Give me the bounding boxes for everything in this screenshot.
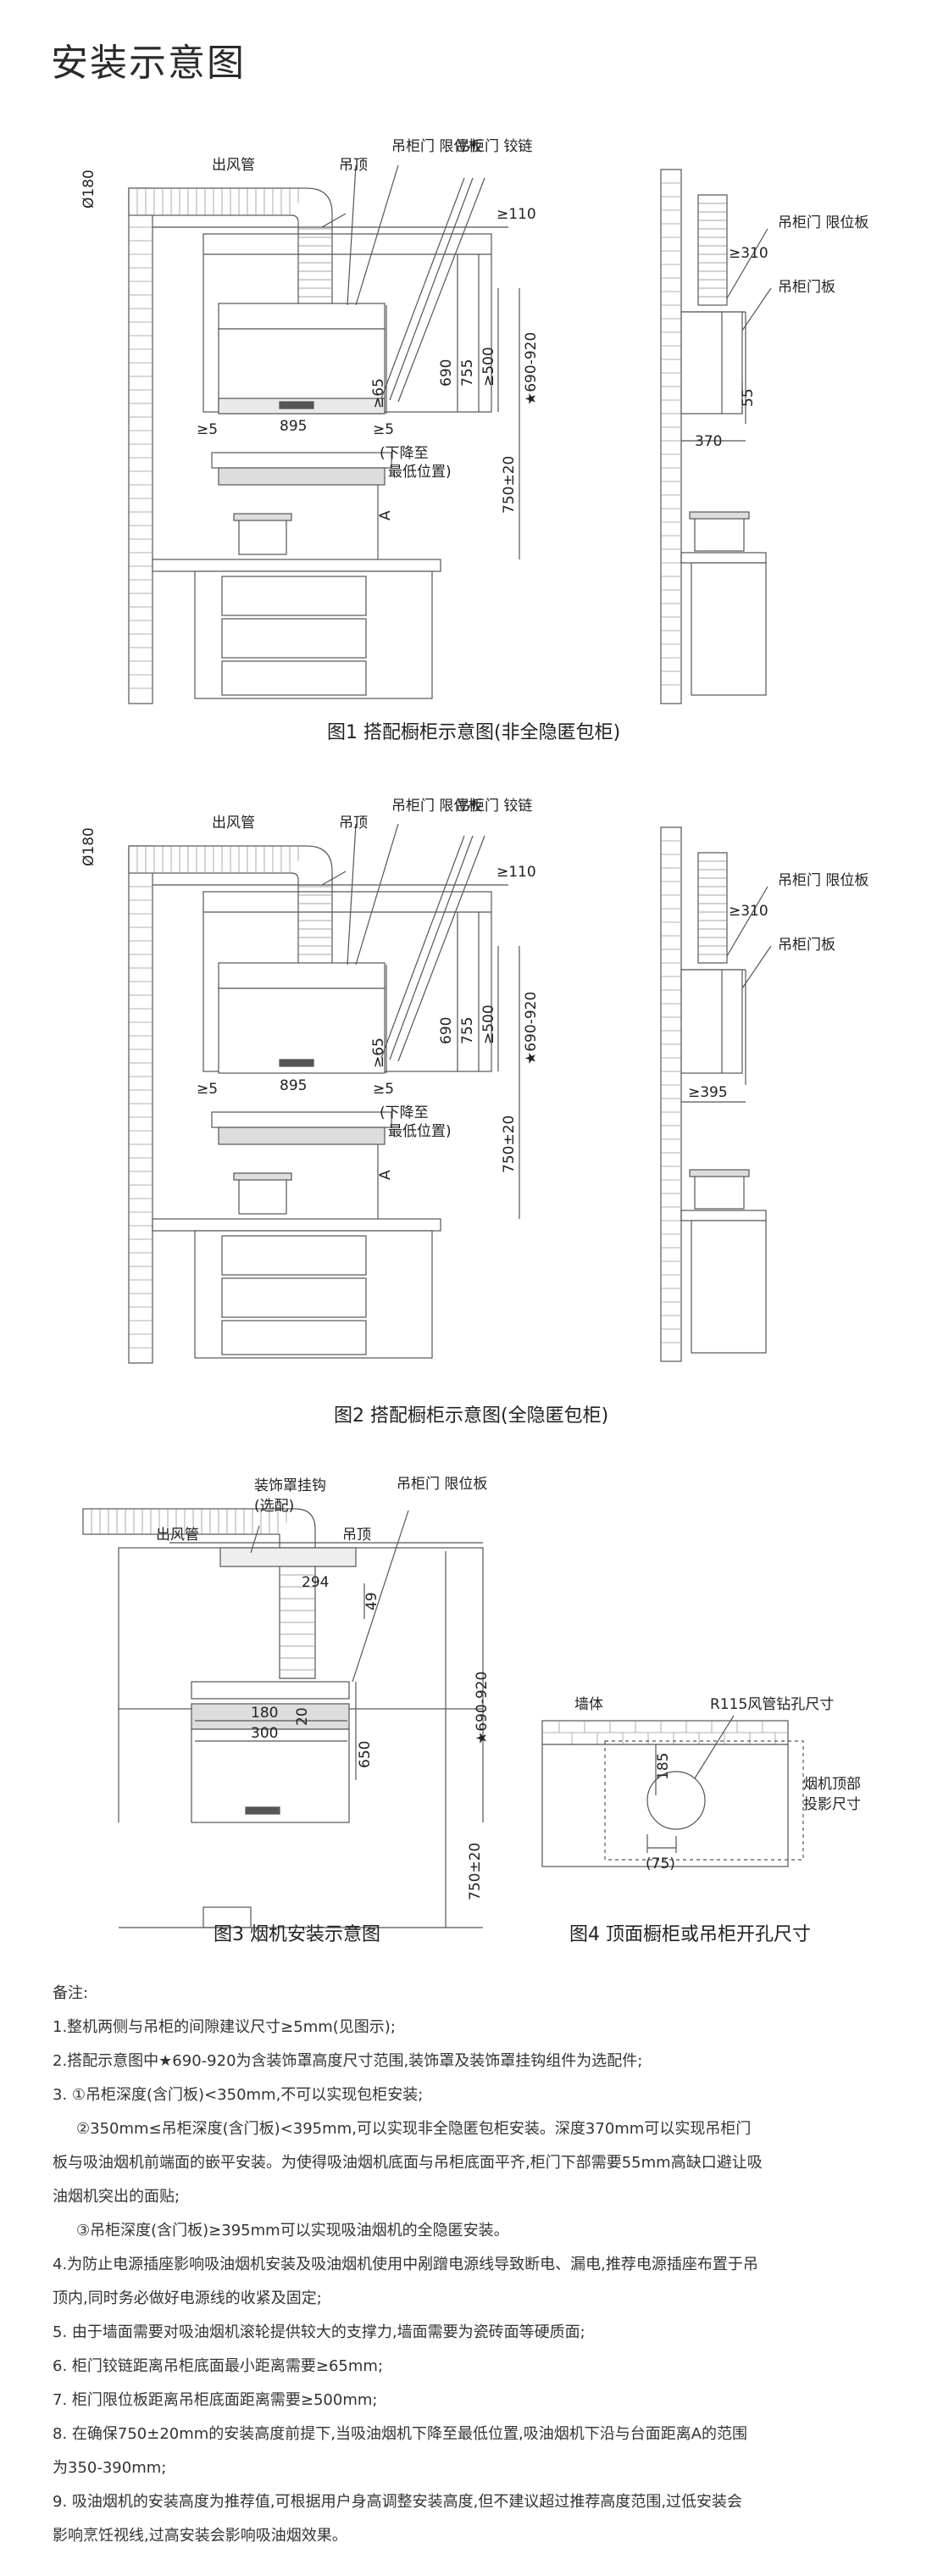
page-title: 安装示意图 <box>51 42 246 85</box>
fig2-d110: ≥110 <box>497 864 536 881</box>
fig3-d300: 300 <box>251 1725 278 1742</box>
fig1-d690-920: ★690-920 <box>523 332 540 405</box>
fig1-hinge-label: 吊柜门 铰链 <box>456 138 532 155</box>
fig2-hinge-label: 吊柜门 铰链 <box>456 798 532 815</box>
fig1-d895: 895 <box>280 418 307 435</box>
fig2-lower-to: (下降至 <box>380 1104 429 1121</box>
note-6: 6. 柜门铰链距离吊柜底面最小距离需要≥65mm; <box>53 2357 384 2375</box>
fig2-d395: ≥395 <box>688 1084 728 1101</box>
fig1-d370: 370 <box>695 433 722 450</box>
note-8: 8. 在确保750±20mm的安装高度前提下,当吸油烟机下降至最低位置,吸油烟机… <box>53 2425 748 2443</box>
fig1-ceiling-label: 吊顶 <box>339 157 368 174</box>
note-4: 4.为防止电源插座影响吸油烟机安装及吸油烟机使用中剐蹭电源线导致断电、漏电,推荐… <box>53 2256 758 2273</box>
fig3-d650: 650 <box>357 1741 374 1768</box>
fig1-d755: 755 <box>459 359 476 387</box>
fig1-d180: Ø180 <box>80 170 97 209</box>
fig2-limit-plate-label: 吊柜门 限位板 <box>391 798 482 815</box>
fig2-d895: 895 <box>280 1077 307 1094</box>
notes-section: 备注: 1.整机两侧与吊柜的间隙建议尺寸≥5mm(见图示); 2.搭配示意图中★… <box>53 1977 883 2553</box>
fig4-wall-label: 墙体 <box>574 1696 603 1713</box>
fig4-proj-label-2: 投影尺寸 <box>803 1796 861 1813</box>
fig1-d310: ≥310 <box>729 245 768 262</box>
notes-heading: 备注: <box>53 1984 89 2002</box>
fig2-d180: Ø180 <box>80 827 97 866</box>
note-3d: 油烟机突出的面贴; <box>53 2188 180 2206</box>
fig1-d65: ≥65 <box>370 378 387 409</box>
note-3c: 板与吸油烟机前端面的嵌平安装。为使得吸油烟机底面与吊柜底面平齐,柜门下部需要55… <box>53 2154 763 2172</box>
fig1-d55: 55 <box>740 388 757 407</box>
fig1-lowest: 最低位置) <box>388 464 452 481</box>
fig1-side-door: 吊柜门板 <box>778 279 835 296</box>
fig2-ceiling-label: 吊顶 <box>339 815 368 832</box>
note-8b: 为350-390mm; <box>53 2459 167 2477</box>
note-7: 7. 柜门限位板距离吊柜底面距离需要≥500mm; <box>53 2391 378 2409</box>
note-4b: 顶内,同时务必做好电源线的收紧及固定; <box>53 2289 322 2307</box>
note-9: 9. 吸油烟机的安装高度为推荐值,可根据用户身高调整安装高度,但不建议超过推荐高… <box>53 2493 743 2511</box>
fig3-limit-plate-label: 吊柜门 限位板 <box>397 1476 487 1493</box>
fig4-hole-view: 墙体 R115风管钻孔尺寸 烟机顶部 投影尺寸 185 (75) <box>541 1696 861 1872</box>
fig1-caption: 图1 搭配橱柜示意图(非全隐匿包柜) <box>327 722 621 743</box>
note-1: 1.整机两侧与吊柜的间隙建议尺寸≥5mm(见图示); <box>53 2018 396 2036</box>
fig3-d294: 294 <box>302 1574 329 1591</box>
fig1-duct-label: 出风管 <box>212 157 255 174</box>
fig2-d755: 755 <box>459 1017 476 1044</box>
fig1-d5-left: ≥5 <box>197 421 218 438</box>
fig3-install-view: 出风管 装饰罩挂钩 (选配) 吊顶 吊柜门 限位板 294 49 180 20 … <box>82 1476 491 1928</box>
fig2-d5-right: ≥5 <box>373 1081 394 1098</box>
fig2-d310: ≥310 <box>729 903 768 920</box>
fig3-d49: 49 <box>363 1592 380 1611</box>
fig3-hook-optional: (选配) <box>254 1498 294 1515</box>
note-3: 3. ①吊柜深度(含门板)<350mm,不可以实现包柜安装; <box>53 2086 424 2104</box>
fig2-d500: ≥500 <box>480 1004 497 1044</box>
fig3-d690-920: ★690-920 <box>474 1672 491 1744</box>
fig3-caption: 图3 烟机安装示意图 <box>214 1924 380 1945</box>
fig3-duct-label: 出风管 <box>156 1527 199 1544</box>
fig3-d750: 750±20 <box>467 1843 484 1900</box>
fig2-caption: 图2 搭配橱柜示意图(全隐匿包柜) <box>334 1405 609 1427</box>
fig2-d690-920: ★690-920 <box>523 992 540 1065</box>
fig1-limit-plate-label: 吊柜门 限位板 <box>391 138 482 155</box>
fig2-d690: 690 <box>438 1017 455 1044</box>
fig4-proj-label-1: 烟机顶部 <box>803 1776 861 1793</box>
note-2: 2.搭配示意图中★690-920为含装饰罩高度尺寸范围,装饰罩及装饰罩挂钩组件为… <box>53 2052 643 2070</box>
fig4-d185: 185 <box>655 1753 672 1780</box>
fig4-hole-label: R115风管钻孔尺寸 <box>710 1696 834 1713</box>
note-3e: ③吊柜深度(含门板)≥395mm可以实现吸油烟机的全隐匿安装。 <box>76 2222 509 2239</box>
fig1-lower-to: (下降至 <box>380 445 429 462</box>
fig1-front-view: Ø180 出风管 吊顶 吊柜门 限位板 吊柜门 铰链 ≥110 ★690-920… <box>80 138 868 704</box>
note-5: 5. 由于墙面需要对吸油烟机滚轮提供较大的支撑力,墙面需要为瓷砖面等硬质面; <box>53 2323 585 2341</box>
fig1-d750: 750±20 <box>501 456 518 514</box>
note-3b: ②350mm≤吊柜深度(含门板)<395mm,可以实现非全隐匿包柜安装。深度37… <box>76 2120 752 2138</box>
fig2-duct-label: 出风管 <box>212 815 255 832</box>
fig4-d75: (75) <box>646 1855 675 1872</box>
fig1-side-limit: 吊柜门 限位板 <box>778 214 868 231</box>
fig4-caption: 图4 顶面橱柜或吊柜开孔尺寸 <box>569 1924 811 1945</box>
fig3-ceiling-label: 吊顶 <box>342 1527 371 1544</box>
fig2-side-limit: 吊柜门 限位板 <box>778 872 868 889</box>
fig2-d65: ≥65 <box>370 1038 387 1068</box>
fig1-d110: ≥110 <box>497 206 536 223</box>
fig2-lowest: 最低位置) <box>388 1123 452 1140</box>
fig1-mark-a: A <box>377 510 394 520</box>
fig2-side-door: 吊柜门板 <box>778 937 835 954</box>
fig1-d690: 690 <box>438 359 455 387</box>
fig2-d5-left: ≥5 <box>197 1081 218 1098</box>
fig1-d500: ≥500 <box>480 347 497 387</box>
fig2-mark-a: A <box>377 1170 394 1180</box>
fig1-d5-right: ≥5 <box>373 421 394 438</box>
fig3-d20: 20 <box>294 1707 311 1726</box>
fig2-d750: 750±20 <box>501 1116 518 1173</box>
fig3-d180: 180 <box>251 1705 278 1722</box>
fig2-front-view: Ø180 出风管 吊顶 吊柜门 限位板 吊柜门 铰链 ≥110 ★690-920… <box>80 798 868 1364</box>
note-9b: 影响烹饪视线,过高安装会影响吸油烟效果。 <box>53 2527 347 2545</box>
fig3-hook-label: 装饰罩挂钩 <box>254 1477 326 1494</box>
